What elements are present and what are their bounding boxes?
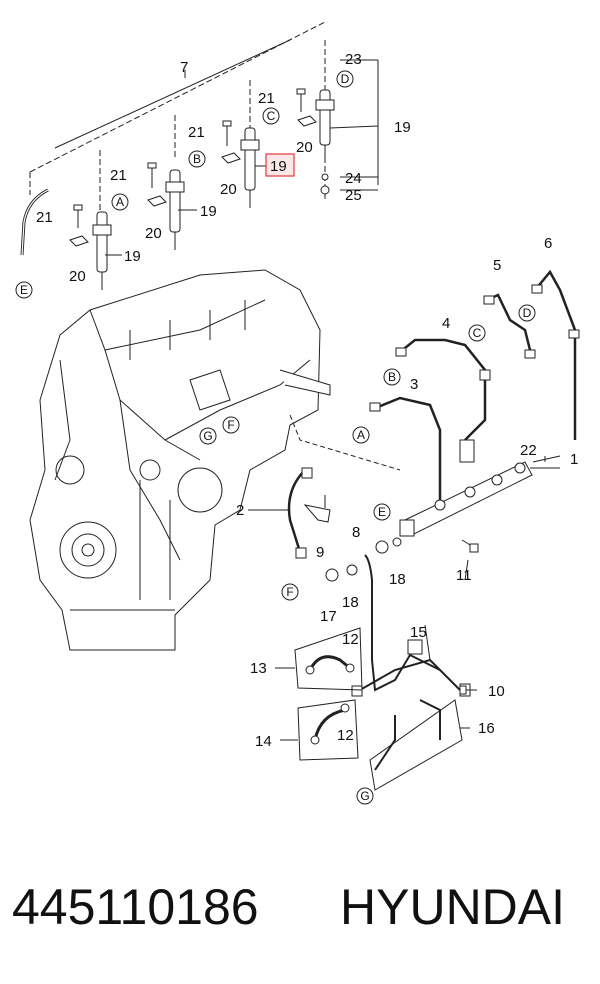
callout-12-upper: 12	[342, 631, 359, 648]
callout-11: 11	[456, 567, 472, 584]
callout-20-a: 20	[69, 268, 86, 285]
ref-c-injector: C	[267, 109, 276, 123]
callout-23: 23	[345, 51, 362, 68]
callout-19-d: 19	[394, 119, 411, 136]
callout-20-b: 20	[145, 225, 162, 242]
callout-17: 17	[320, 608, 337, 625]
callout-9: 9	[316, 544, 324, 561]
injector-a	[92, 211, 112, 290]
ref-g-bottom: G	[360, 789, 369, 803]
ref-b-injector: B	[193, 152, 201, 166]
callout-3: 3	[410, 376, 418, 393]
ref-d-pipe: D	[523, 306, 532, 320]
injector-d	[315, 89, 335, 160]
high-pressure-pipes	[377, 269, 577, 500]
callout-21-d: 21	[258, 90, 275, 107]
callout-1: 1	[570, 451, 578, 468]
callout-15: 15	[410, 624, 427, 641]
callout-12-lower: 12	[337, 727, 354, 744]
fuel-injection-parts-diagram: 7 23 19 19 19 19 24 25 21 21 21 21 20 20…	[15, 21, 580, 805]
callout-4: 4	[442, 315, 450, 332]
callout-19-a: 19	[124, 248, 141, 265]
ref-a-pipe: A	[357, 428, 365, 442]
callout-19-highlighted: 19	[270, 158, 287, 175]
ref-c-pipe: C	[473, 326, 482, 340]
callout-7-leader	[54, 39, 291, 149]
pipe-2	[287, 469, 306, 553]
callout-13: 13	[250, 660, 267, 677]
callout-20-c: 20	[220, 181, 237, 198]
brand-name: HYUNDAI	[340, 879, 566, 935]
pipe-fittings	[369, 284, 580, 412]
callout-20-d: 20	[296, 139, 313, 156]
callout-21-c: 21	[188, 124, 205, 141]
part-number: 445110186	[12, 879, 259, 935]
callout-7: 7	[180, 59, 188, 76]
callout-18-left: 18	[342, 594, 359, 611]
ref-d-injector: D	[341, 72, 350, 86]
callout-19-b: 19	[200, 203, 217, 220]
injector-c	[240, 127, 260, 208]
callout-14: 14	[255, 733, 272, 750]
engine-block	[29, 269, 331, 651]
callout-8: 8	[352, 524, 360, 541]
ref-e-mid: E	[378, 505, 386, 519]
callout-6: 6	[544, 235, 552, 252]
hose-13	[294, 627, 363, 691]
injector-b	[165, 169, 185, 250]
bracket-16	[369, 699, 463, 791]
ref-b-pipe: B	[388, 370, 396, 384]
ref-f-engine: F	[227, 418, 234, 432]
clamp-bolts	[73, 88, 306, 228]
ref-a-injector: A	[116, 195, 124, 209]
ref-g-engine: G	[203, 429, 212, 443]
callout-21-b: 21	[110, 167, 127, 184]
callout-16: 16	[478, 720, 495, 737]
callout-2: 2	[236, 502, 244, 519]
callout-5: 5	[493, 257, 501, 274]
ref-f-mid: F	[286, 585, 293, 599]
callout-22: 22	[520, 442, 537, 459]
return-pipes	[359, 554, 461, 771]
callout-21-a: 21	[36, 209, 53, 226]
callout-10: 10	[488, 683, 505, 700]
ref-e-left: E	[20, 283, 28, 297]
callout-24: 24	[345, 170, 362, 187]
injector-clamps	[69, 115, 317, 247]
callout-18-right: 18	[389, 571, 406, 588]
footer: 445110186 HYUNDAI	[0, 872, 600, 952]
callout-25: 25	[345, 187, 362, 204]
common-rail	[399, 439, 533, 537]
leader-lines	[105, 59, 561, 741]
hose-14	[297, 699, 359, 761]
highlighted-part-box	[265, 153, 295, 177]
